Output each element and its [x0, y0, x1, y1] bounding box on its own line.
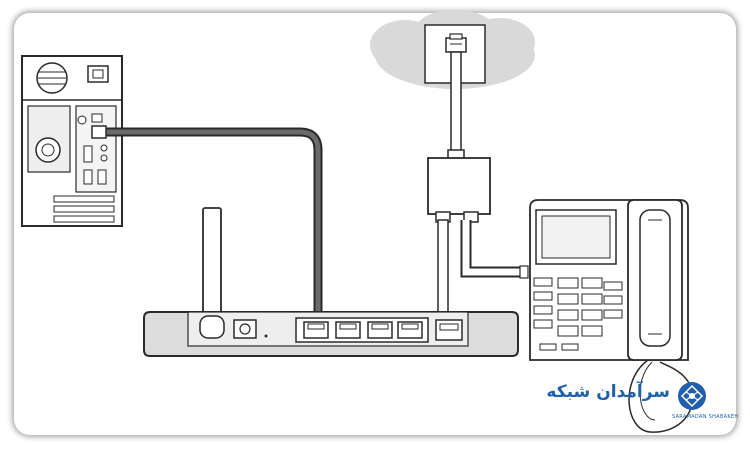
- splitter-to-phone-cable: [460, 220, 529, 279]
- jack-to-splitter-cable: [450, 51, 462, 158]
- router-icon: [143, 207, 519, 357]
- computer-to-router-cable: [91, 125, 323, 322]
- brand-mark-icon: [678, 382, 706, 410]
- brand-logo[interactable]: سرآمدان شبکه SARAMADAN SHABAKEH: [540, 378, 738, 428]
- telephone-icon: [529, 199, 694, 433]
- phone-jack-icon: [445, 33, 467, 53]
- ethernet-port-icon: [303, 321, 423, 339]
- computer-tower-icon: [21, 55, 123, 227]
- splitter-icon: [427, 149, 491, 223]
- keypad: [533, 277, 623, 351]
- brand-name: سرآمدان شبکه: [546, 382, 670, 402]
- handset: [627, 199, 683, 361]
- brand-subtitle: SARAMADAN SHABAKEH: [672, 414, 739, 420]
- splitter-to-router-cable: [437, 219, 449, 321]
